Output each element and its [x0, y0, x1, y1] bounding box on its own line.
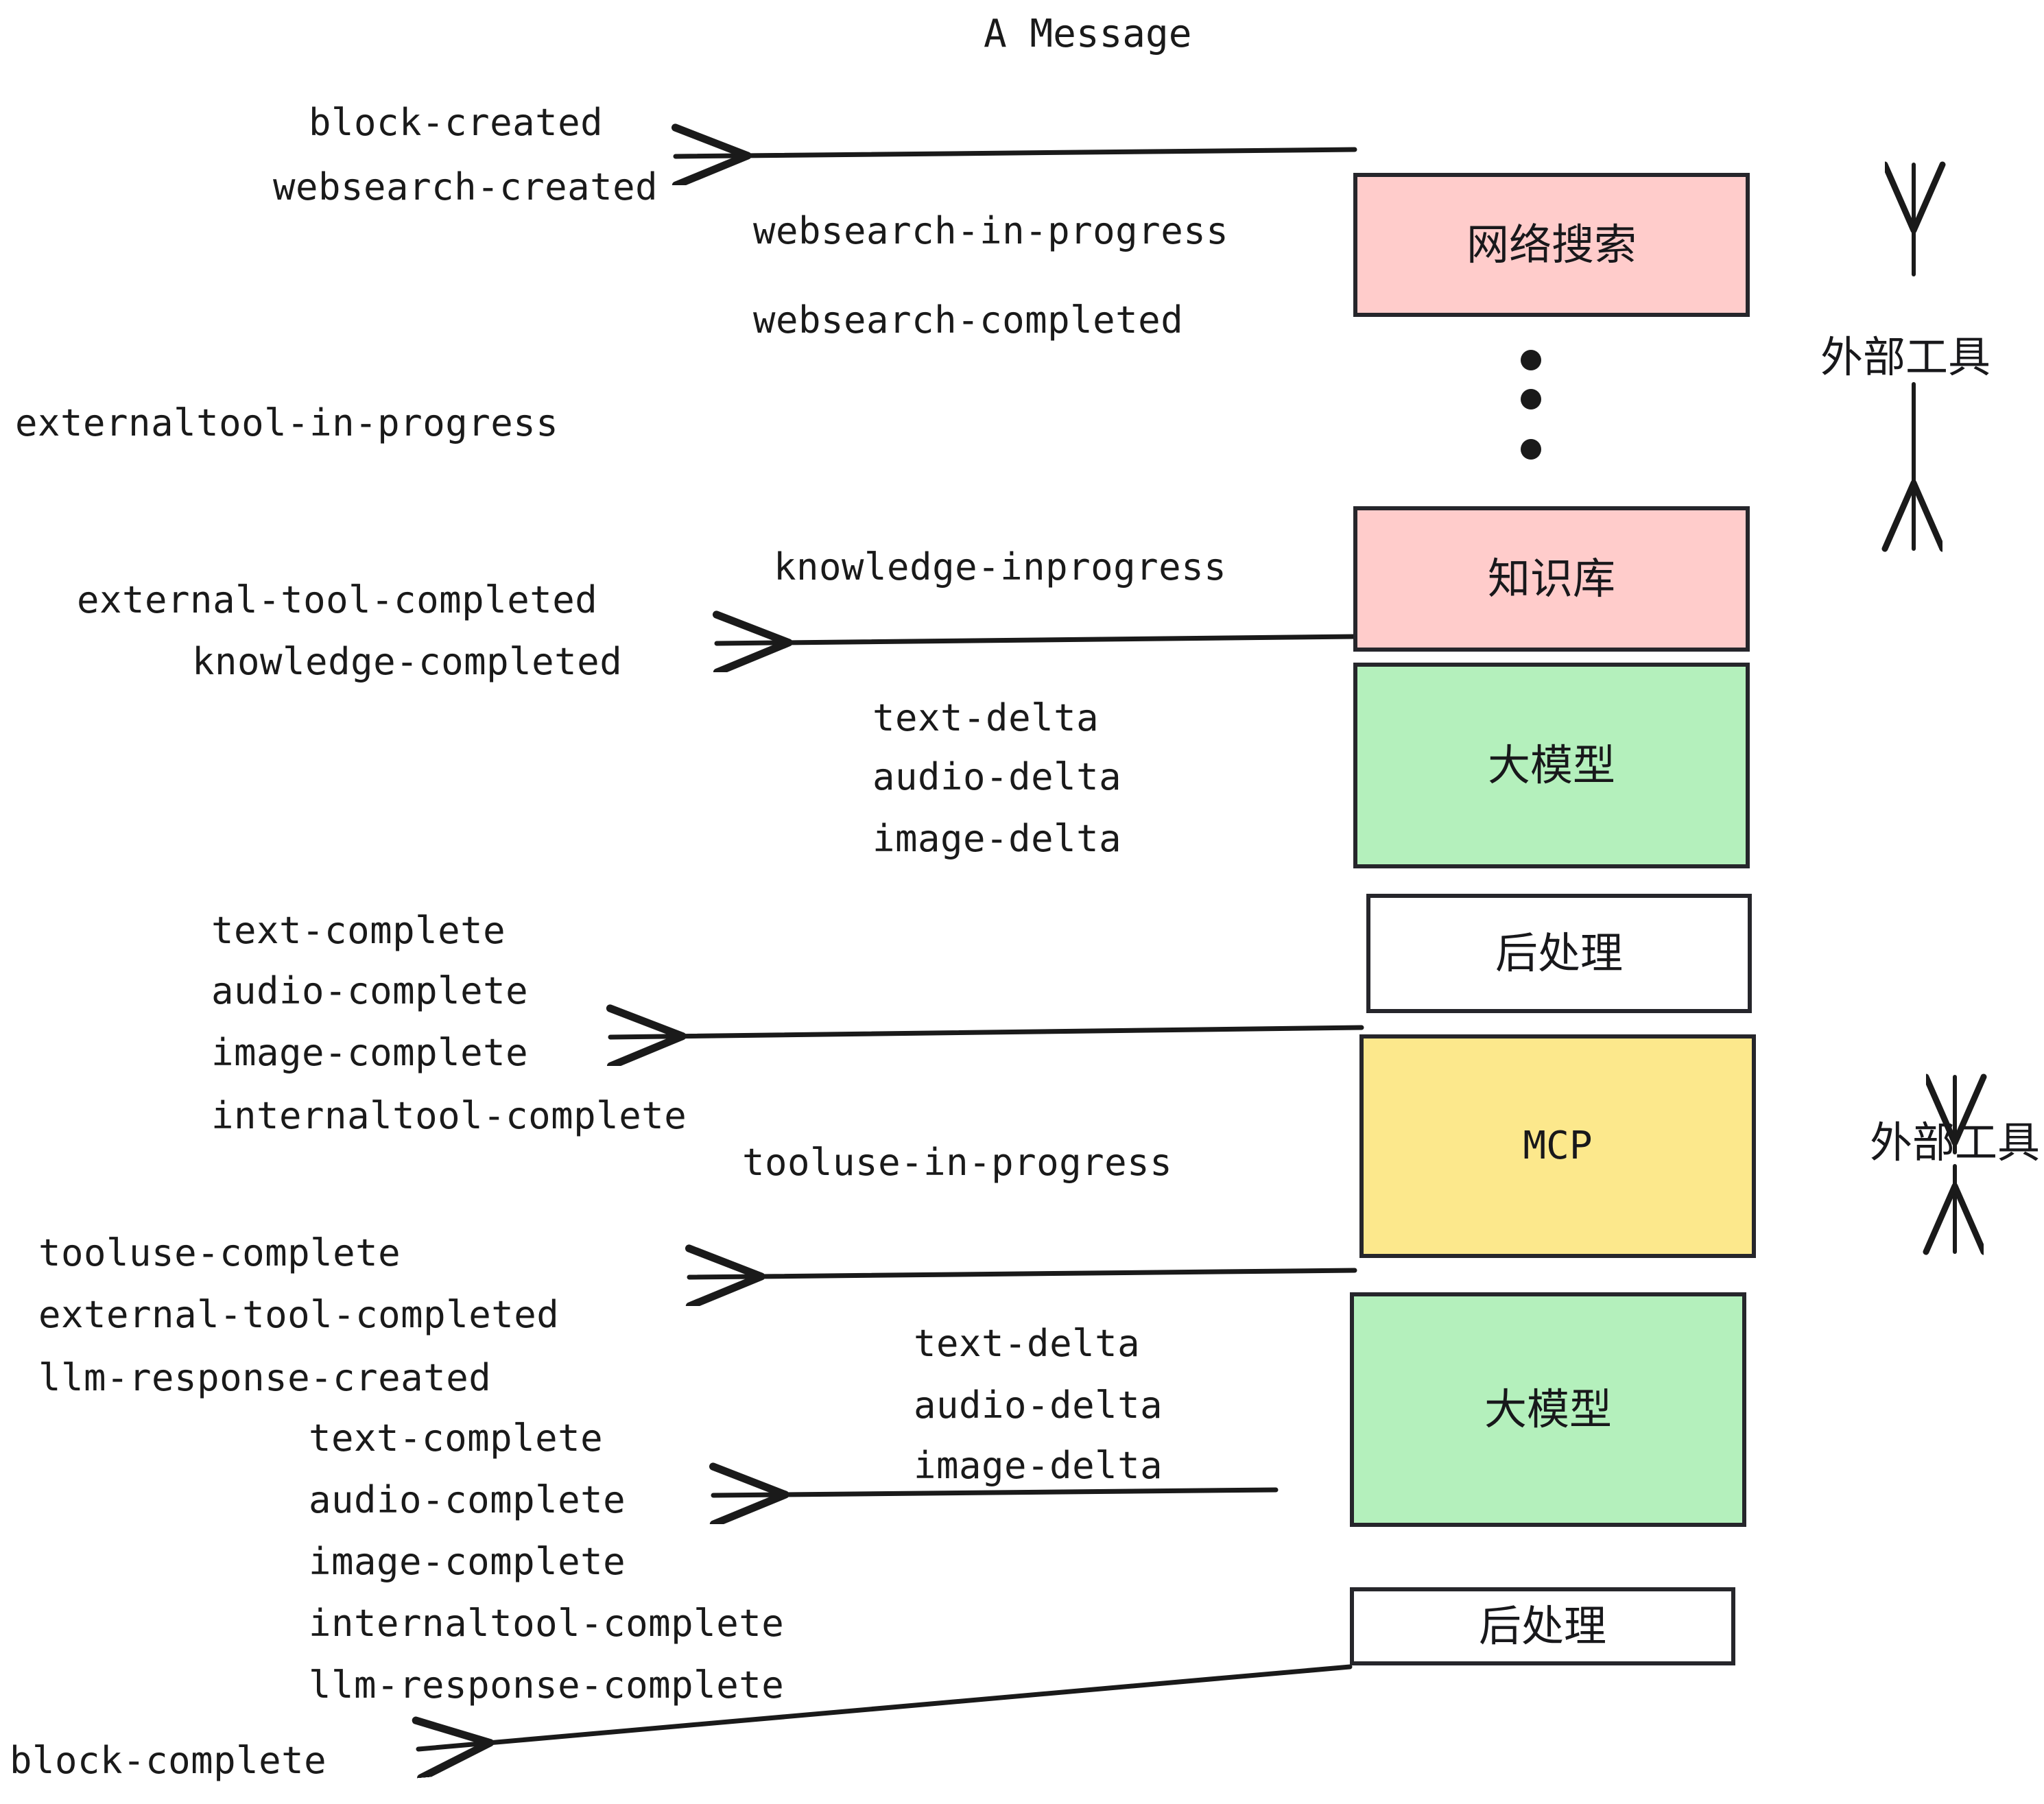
ellipsis-dot-1 — [1521, 350, 1541, 370]
event-label-external-tool-completed-2: external-tool-completed — [38, 1293, 560, 1336]
flow-arrow-arrow-block-complete — [418, 1664, 1353, 1749]
node-mcp: MCP — [1359, 1034, 1756, 1258]
event-label-image-complete-2: image-complete — [309, 1540, 626, 1583]
event-label-text-complete-1: text-complete — [211, 909, 506, 952]
event-label-text-delta-2: text-delta — [914, 1322, 1141, 1365]
node-llm-top: 大模型 — [1353, 663, 1750, 868]
ellipsis-dot-2 — [1521, 389, 1541, 410]
event-label-internaltool-complete-1: internaltool-complete — [211, 1094, 687, 1137]
event-label-audio-complete-2: audio-complete — [309, 1478, 626, 1521]
event-label-block-created: block-created — [309, 101, 604, 144]
flow-arrow-arrow-block-created — [676, 150, 1357, 156]
flow-arrow-arrow-audio-complete — [713, 1490, 1279, 1495]
ellipsis-dot-3 — [1521, 439, 1541, 460]
event-label-block-complete: block-complete — [10, 1739, 327, 1782]
event-label-externaltool-in-progress: externaltool-in-progress — [15, 401, 559, 444]
flow-arrow-arrow-knowledge-completed — [717, 637, 1357, 643]
event-label-audio-delta-1: audio-delta — [872, 755, 1122, 798]
event-label-image-delta-2: image-delta — [914, 1444, 1163, 1487]
event-label-websearch-completed: websearch-completed — [753, 298, 1184, 342]
scope-label-external-tool-upper: 外部工具 — [1820, 332, 1991, 382]
event-label-websearch-in-progress: websearch-in-progress — [753, 209, 1229, 252]
event-label-text-delta-1: text-delta — [872, 696, 1100, 739]
event-label-llm-response-complete: llm-response-complete — [309, 1663, 785, 1707]
event-label-audio-delta-2: audio-delta — [914, 1384, 1163, 1427]
node-postprocess-bottom: 后处理 — [1350, 1587, 1735, 1665]
event-label-internaltool-complete-2: internaltool-complete — [309, 1602, 785, 1645]
event-label-knowledge-completed: knowledge-completed — [192, 640, 623, 683]
event-label-image-complete-1: image-complete — [211, 1031, 529, 1074]
event-label-knowledge-inprogress: knowledge-inprogress — [774, 545, 1227, 589]
event-label-llm-response-created: llm-response-created — [38, 1356, 492, 1399]
node-knowledge: 知识库 — [1353, 506, 1750, 652]
page-title: A Message — [984, 12, 1192, 56]
node-llm-bottom: 大模型 — [1350, 1292, 1746, 1527]
flow-arrow-arrow-tooluse-complete — [689, 1270, 1357, 1277]
scope-label-external-tool-lower: 外部工具 — [1870, 1117, 2041, 1167]
node-websearch: 网络搜索 — [1353, 173, 1750, 317]
event-label-websearch-created: websearch-created — [273, 165, 658, 209]
event-label-image-delta-1: image-delta — [872, 817, 1122, 860]
event-label-tooluse-in-progress: tooluse-in-progress — [742, 1141, 1173, 1184]
node-postprocess-top: 后处理 — [1366, 894, 1752, 1013]
flow-arrow-arrow-image-complete — [610, 1028, 1364, 1037]
event-label-external-tool-completed-1: external-tool-completed — [77, 578, 598, 621]
event-label-text-complete-2: text-complete — [309, 1416, 604, 1460]
event-label-tooluse-complete: tooluse-complete — [38, 1231, 401, 1274]
event-label-audio-complete-1: audio-complete — [211, 969, 529, 1012]
